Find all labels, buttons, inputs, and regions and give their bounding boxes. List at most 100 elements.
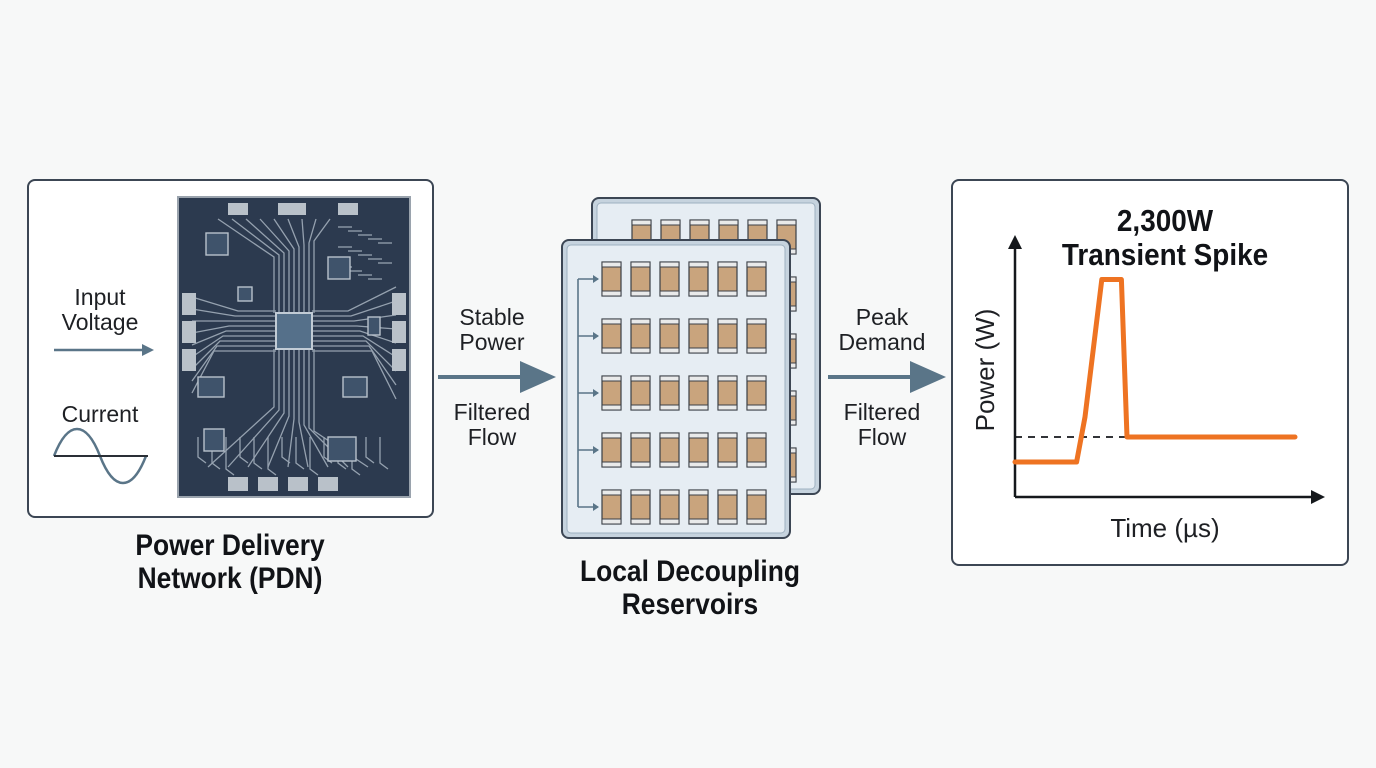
capacitor-terminal <box>631 219 652 226</box>
peak-demand-label: Peak Demand <box>838 304 926 355</box>
capacitor-terminal <box>659 347 680 354</box>
capacitor-terminal <box>630 318 651 325</box>
capacitor-terminal <box>659 318 680 325</box>
capacitor-terminal <box>746 290 767 297</box>
capacitor-terminal <box>601 404 622 411</box>
capacitor-terminal <box>746 489 767 496</box>
filtered-flow-label-2: Filtered Flow <box>843 399 921 450</box>
pcb-chip <box>237 286 253 302</box>
y-axis-label: Power (W) <box>970 308 1000 432</box>
bus-arrowhead <box>593 389 599 397</box>
capacitor-terminal <box>717 432 738 439</box>
capacitor-terminal <box>688 318 709 325</box>
capacitor-terminal <box>688 404 709 411</box>
pcb-connector-pad <box>392 293 406 315</box>
capacitor-terminal <box>630 290 651 297</box>
capacitor-terminal <box>630 489 651 496</box>
pcb-connector-pad <box>392 321 406 343</box>
capacitor-terminal <box>630 518 651 525</box>
pcb-connector-pad <box>182 321 196 343</box>
bus-arrowhead <box>593 446 599 454</box>
capacitor-terminal <box>717 489 738 496</box>
power-time-chart <box>1008 235 1325 504</box>
capacitor-terminal <box>659 489 680 496</box>
input-voltage-arrow <box>54 344 154 356</box>
capacitor-terminal <box>776 219 797 226</box>
capacitor-terminal <box>659 518 680 525</box>
capacitor-terminal <box>601 290 622 297</box>
y-axis-arrowhead <box>1008 235 1022 249</box>
capacitor-terminal <box>746 461 767 468</box>
capacitor-terminal <box>717 261 738 268</box>
capacitor-terminal <box>717 375 738 382</box>
capacitor-terminal <box>717 404 738 411</box>
reservoir-board-front <box>561 239 791 539</box>
capacitor-terminal <box>659 261 680 268</box>
capacitor-terminal <box>659 375 680 382</box>
pcb-connector-pad <box>228 203 248 215</box>
capacitor-terminal <box>688 261 709 268</box>
capacitor-terminal <box>717 347 738 354</box>
capacitor-terminal <box>746 518 767 525</box>
capacitor-terminal <box>601 347 622 354</box>
capacitor-terminal <box>746 347 767 354</box>
capacitor-terminal <box>688 375 709 382</box>
pcb-chip <box>327 256 351 280</box>
capacitor-terminal <box>659 290 680 297</box>
capacitor-terminal <box>601 518 622 525</box>
power-spike-series <box>1012 277 1298 465</box>
pcb-connector-pad <box>278 203 306 215</box>
flow-arrow-1 <box>438 361 556 393</box>
capacitor-terminal <box>688 347 709 354</box>
pcb-connector-pad <box>338 203 358 215</box>
capacitor-terminal <box>601 261 622 268</box>
pcb-chip <box>205 232 229 256</box>
bus-arrowhead <box>593 503 599 511</box>
capacitor-terminal <box>630 375 651 382</box>
pcb-chip <box>327 436 357 462</box>
pcb-traces <box>191 218 397 476</box>
capacitor-terminal <box>717 290 738 297</box>
pcb-connector-pad <box>318 477 338 491</box>
pdn-caption: Power Delivery Network (PDN) <box>135 529 325 595</box>
x-axis-arrowhead <box>1311 490 1325 504</box>
capacitor-terminal <box>601 375 622 382</box>
current-label: Current <box>61 401 139 427</box>
capacitor-terminal <box>659 432 680 439</box>
capacitor-terminal <box>660 219 681 226</box>
capacitor-terminal <box>717 461 738 468</box>
capacitor-terminal <box>630 432 651 439</box>
pcb-board-icon <box>177 196 411 498</box>
capacitor-terminal <box>688 489 709 496</box>
capacitor-terminal <box>746 261 767 268</box>
capacitor-terminal <box>630 461 651 468</box>
bus-arrowhead <box>593 332 599 340</box>
chart-title: 2,300W Transient Spike <box>1061 203 1269 272</box>
capacitor-terminal <box>746 375 767 382</box>
pcb-chip <box>203 428 225 452</box>
pcb-connector-pad <box>228 477 248 491</box>
capacitor-terminal <box>601 461 622 468</box>
capacitor-terminal <box>717 318 738 325</box>
capacitor-terminal <box>630 347 651 354</box>
capacitor-terminal <box>688 290 709 297</box>
pcb-chip <box>197 376 225 398</box>
capacitor-terminal <box>746 318 767 325</box>
pcb-main-chip <box>275 312 313 350</box>
pcb-connector-pad <box>182 349 196 371</box>
capacitor-terminal <box>689 219 710 226</box>
capacitor-terminal <box>718 219 739 226</box>
input-voltage-label: Input Voltage <box>61 284 139 335</box>
pcb-chip <box>367 316 381 336</box>
capacitor-terminal <box>746 432 767 439</box>
filtered-flow-label-1: Filtered Flow <box>453 399 531 450</box>
pcb-connector-pad <box>288 477 308 491</box>
capacitor-terminal <box>688 518 709 525</box>
capacitor-terminal <box>601 489 622 496</box>
capacitor-terminal <box>630 261 651 268</box>
pcb-connector-pad <box>392 349 406 371</box>
capacitor-terminal <box>601 318 622 325</box>
pcb-connector-pad <box>182 293 196 315</box>
bus-arrowhead <box>593 275 599 283</box>
capacitor-terminal <box>747 219 768 226</box>
